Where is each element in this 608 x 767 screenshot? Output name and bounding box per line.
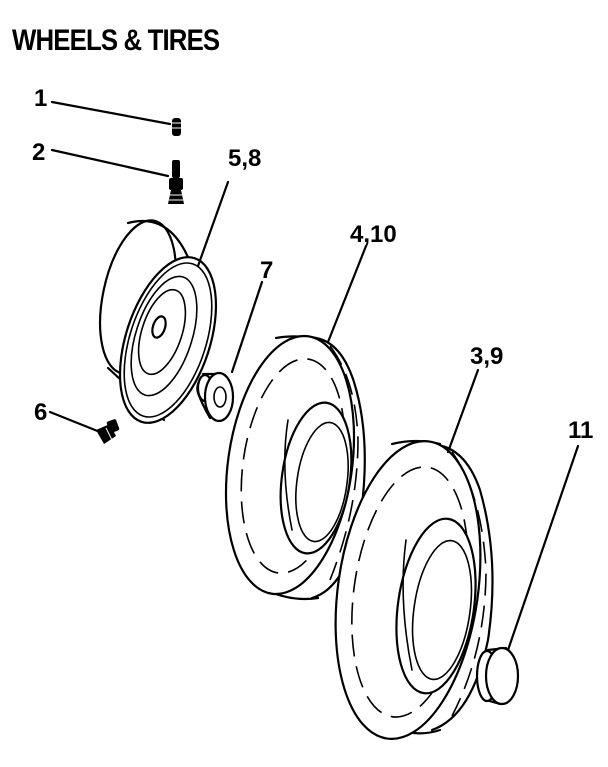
part-4-10-front-tire[interactable] xyxy=(211,328,370,603)
callout-4-10: 4,10 xyxy=(350,221,397,248)
callout-7: 7 xyxy=(260,257,273,284)
callout-11: 11 xyxy=(568,417,593,444)
part-1-valve-cap[interactable] xyxy=(172,118,181,136)
page-title: WHEELS & TIRES xyxy=(12,24,220,57)
part-6-lug-bolt[interactable] xyxy=(96,419,120,444)
part-3-9-rear-tire[interactable] xyxy=(318,432,498,749)
callout-5-8: 5,8 xyxy=(228,145,261,172)
leader-line-1 xyxy=(50,100,172,126)
part-11-hub-cap[interactable] xyxy=(475,646,520,706)
leader-line-4-10 xyxy=(326,244,368,344)
leader-line-11 xyxy=(506,444,580,652)
part-2-valve-stem[interactable] xyxy=(168,160,184,204)
leader-line-5-8 xyxy=(196,180,230,268)
part-7-bushing[interactable] xyxy=(196,371,235,423)
leader-line-7 xyxy=(230,280,264,374)
part-5-8-wheel-rim[interactable] xyxy=(88,213,235,434)
leader-line-6 xyxy=(48,410,102,434)
callout-6: 6 xyxy=(34,399,47,426)
callout-1: 1 xyxy=(34,85,47,112)
leader-line-2 xyxy=(50,148,170,178)
leader-line-3-9 xyxy=(446,368,480,454)
callout-3-9: 3,9 xyxy=(470,343,503,370)
callout-2: 2 xyxy=(32,139,45,166)
